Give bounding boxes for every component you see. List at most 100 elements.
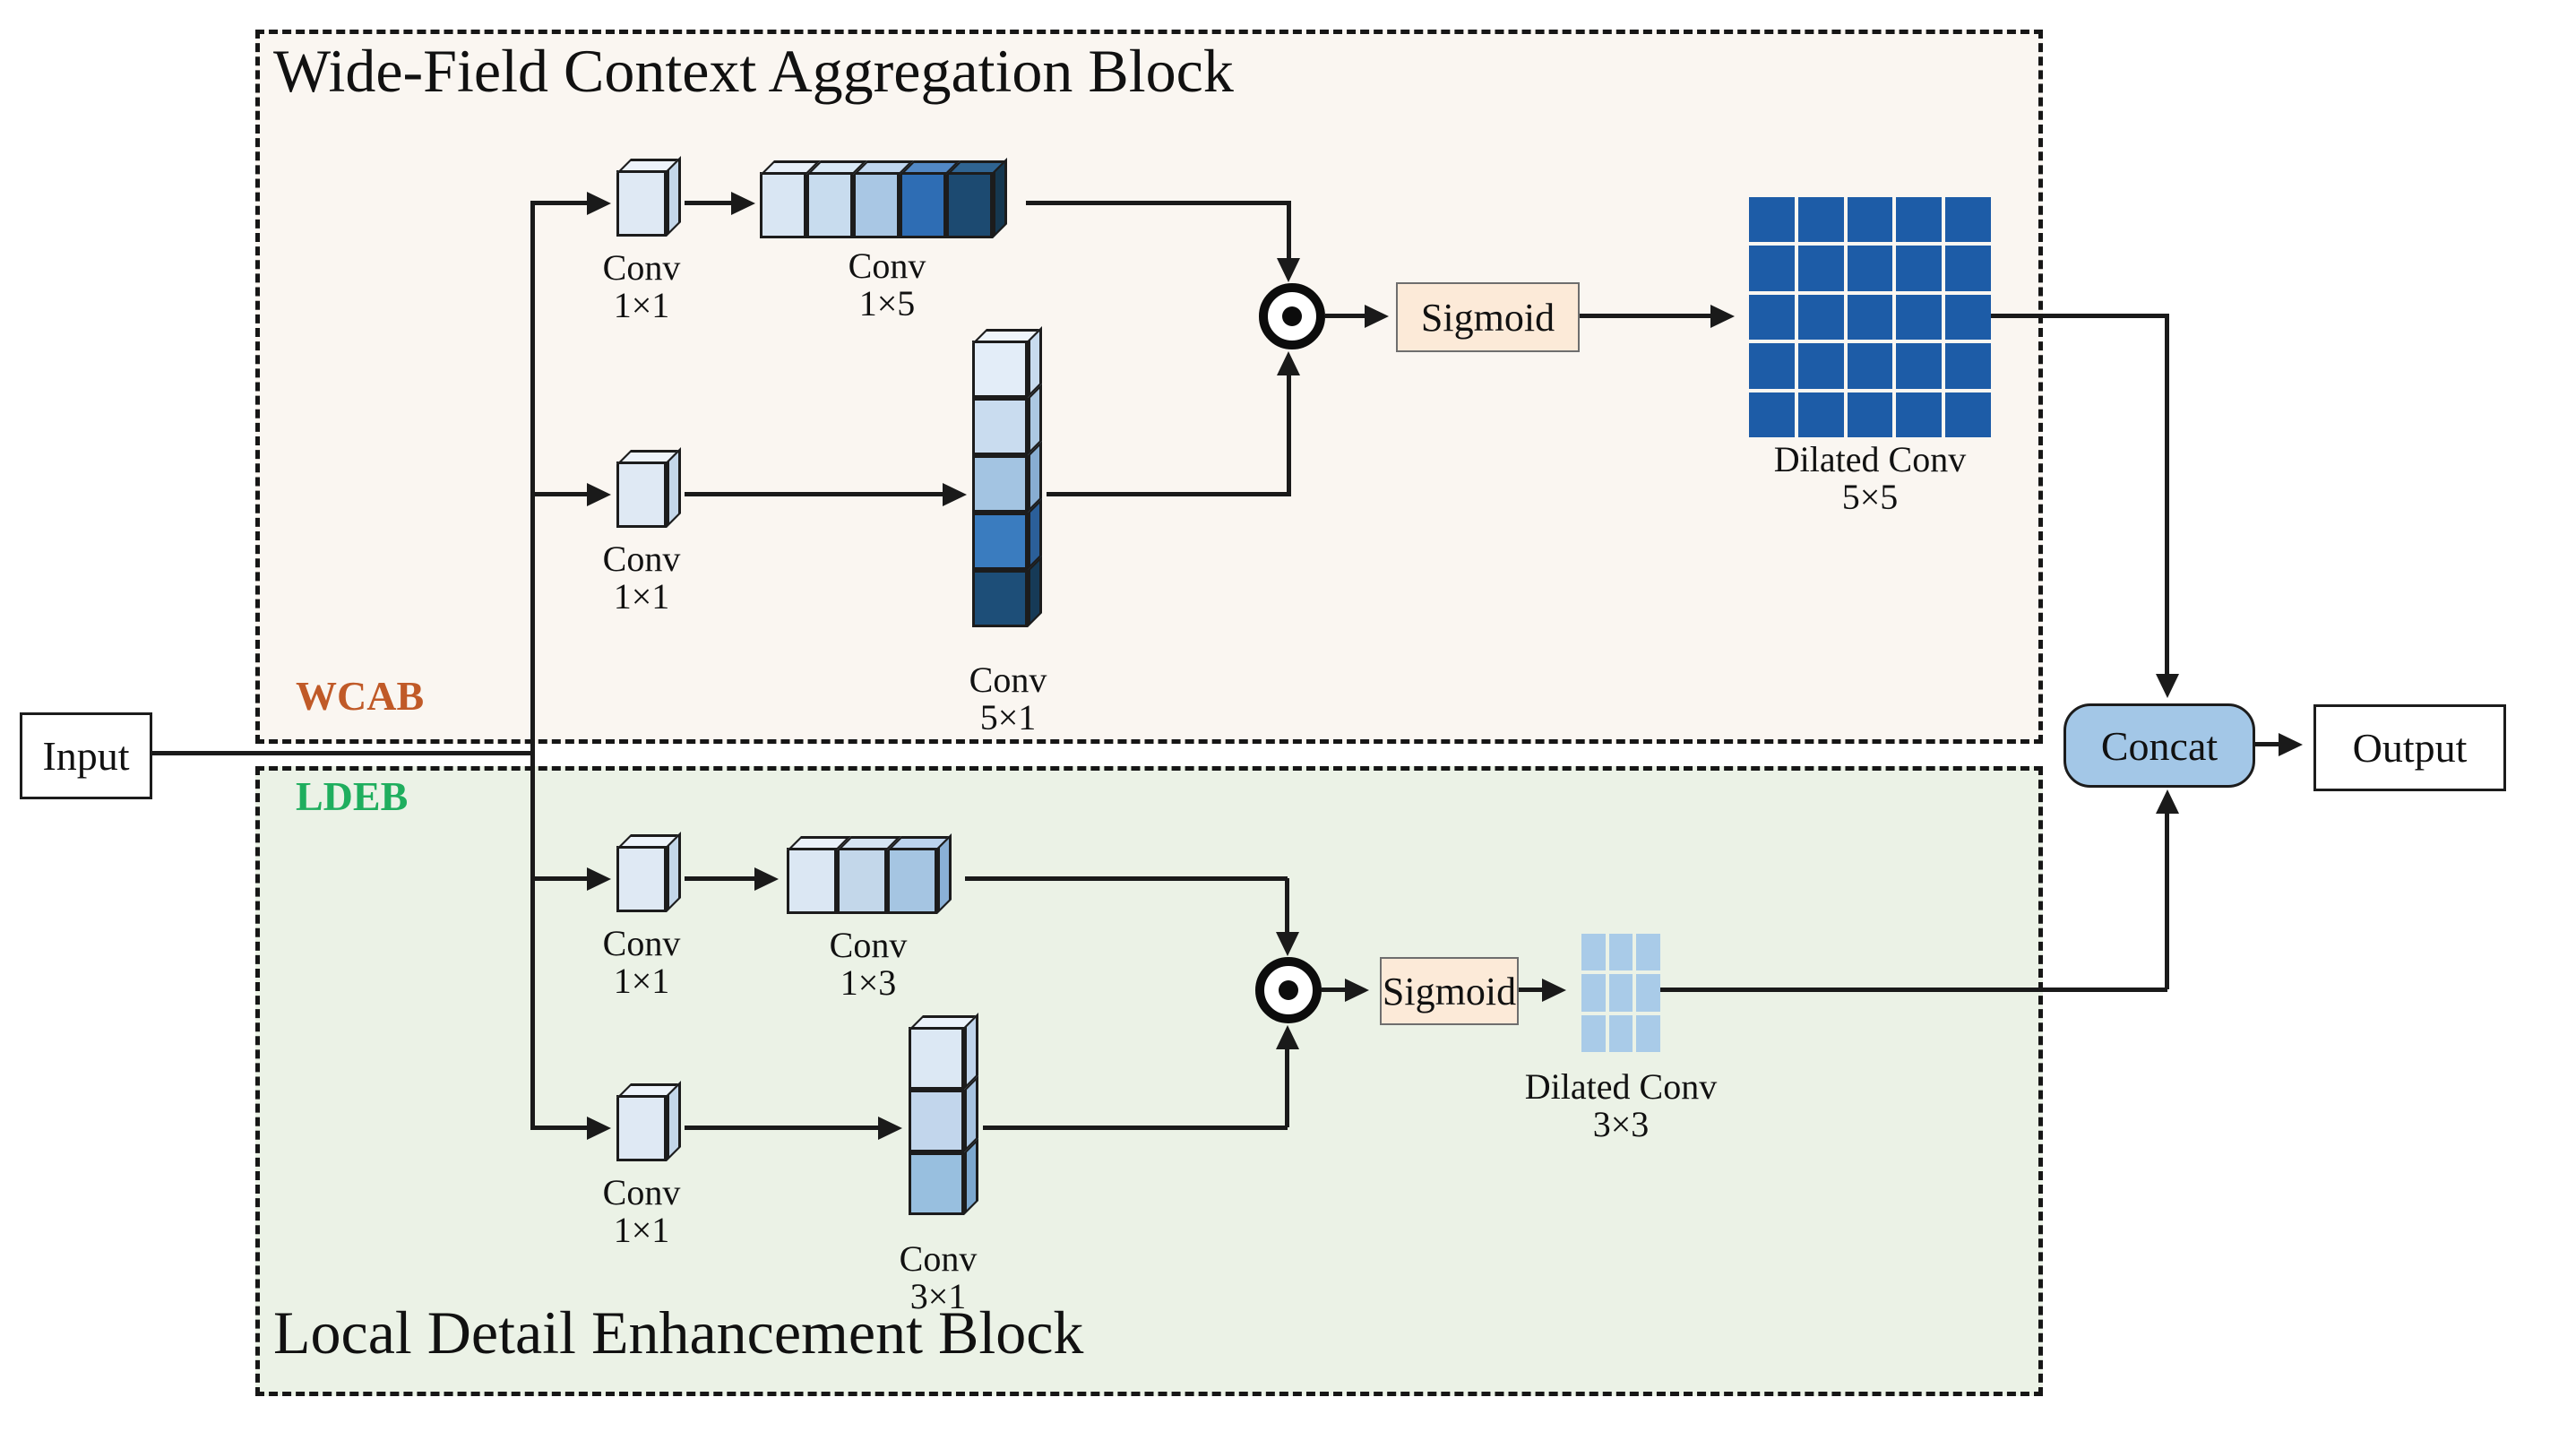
connector-line [685, 876, 756, 881]
ldeb-block-container [255, 766, 2043, 1396]
connector-line [1287, 375, 1291, 494]
connector-line [1660, 988, 2167, 992]
connector-line [535, 201, 589, 205]
cube-front-face [972, 498, 1042, 570]
cube-front-face [909, 1013, 978, 1090]
dilated-conv-cell [1847, 197, 1893, 243]
ldeb-sigmoid-box: Sigmoid [1380, 957, 1519, 1025]
ldeb-elementwise-multiply-icon [1255, 957, 1322, 1023]
concat-box: Concat [2063, 703, 2255, 788]
connector-line [1325, 314, 1366, 318]
cube-front-face [853, 160, 914, 238]
cube-front-face [972, 326, 1042, 398]
connector-line [1287, 203, 1291, 258]
dilated-conv-cell [1847, 343, 1893, 389]
connector-line [1026, 201, 1291, 205]
dilated-conv-cell [1896, 343, 1943, 389]
arrowhead-down-icon [1276, 932, 1299, 956]
arrowhead-right-icon [587, 483, 611, 506]
connector-line [1285, 1048, 1289, 1127]
dilated-conv-cell [1636, 974, 1660, 1012]
cube-front-face [616, 156, 681, 237]
arrowhead-right-icon [943, 483, 967, 506]
dilated-conv-cell [1749, 246, 1795, 291]
input-label: Input [42, 733, 130, 779]
connector-line [983, 1126, 1288, 1130]
dilated-conv-cell [1797, 246, 1844, 291]
connector-line [1580, 314, 1712, 318]
dilated-conv-cell [1945, 197, 1991, 243]
dilated-conv-cell [1945, 246, 1991, 291]
connector-line [1991, 314, 2169, 318]
cube-front-face [909, 1075, 978, 1152]
dilated-conv-cell [1945, 392, 1991, 437]
dilated-conv-cell [1797, 392, 1844, 437]
dilated-conv-cell [1896, 392, 1943, 437]
connector-line [535, 1126, 589, 1130]
connector-line [965, 876, 1288, 881]
concat-label: Concat [2100, 722, 2218, 769]
ldeb-dilated-conv-grid [1581, 934, 1660, 1052]
arrowhead-up-icon [1277, 351, 1300, 375]
ldeb-conv1x1-bottom-cube [616, 1081, 681, 1161]
connector-line [535, 876, 589, 881]
wcab-tag: WCAB [296, 673, 425, 719]
cube-front-face [909, 1138, 978, 1215]
arrowhead-right-icon [587, 1117, 611, 1140]
ldeb-title: Local Detail Enhancement Block [273, 1298, 1084, 1367]
arrowhead-right-icon [731, 192, 755, 215]
wcab-elementwise-multiply-icon [1259, 283, 1325, 349]
dilated-conv-cell [1749, 197, 1795, 243]
dilated-conv-cell [1797, 343, 1844, 389]
dilated-conv-cell [1608, 934, 1633, 971]
wcab-conv1x1-mid-cube [616, 447, 681, 528]
dilated-conv-cell [1749, 343, 1795, 389]
cube-front-face [616, 832, 681, 912]
arrowhead-up-icon [1276, 1025, 1299, 1049]
arrowhead-right-icon [587, 867, 611, 891]
cube-front-face [946, 158, 1007, 238]
wcab-sigmoid-box: Sigmoid [1396, 282, 1580, 352]
cube-front-face [900, 160, 961, 238]
arrowhead-right-icon [587, 192, 611, 215]
arrowhead-right-icon [754, 867, 779, 891]
cube-front-face [972, 384, 1042, 455]
cube-front-face [806, 160, 867, 238]
trunk-connector-line [530, 201, 535, 1130]
dilated-conv-cell [1847, 392, 1893, 437]
wcab-title: Wide-Field Context Aggregation Block [273, 37, 1234, 105]
connector-line [2255, 742, 2280, 746]
cube-front-face [787, 836, 851, 914]
output-box: Output [2313, 704, 2506, 791]
arrowhead-right-icon [1542, 979, 1566, 1002]
wcab-conv1x1-top-cube [616, 156, 681, 237]
connector-line [1322, 988, 1347, 992]
input-connector-line [151, 751, 532, 755]
dilated-conv-cell [1847, 294, 1893, 341]
cube-front-face [972, 556, 1042, 627]
wcab-block-container [255, 30, 2043, 744]
wcab-conv1x5-row [760, 158, 1007, 238]
dilated-conv-cell [1636, 1014, 1660, 1052]
dilated-conv-cell [1847, 246, 1893, 291]
ldeb-sigmoid-label: Sigmoid [1382, 969, 1517, 1013]
connector-line [2165, 813, 2169, 989]
connector-line [535, 492, 589, 496]
dilated-conv-cell [1797, 197, 1844, 243]
ldeb-conv3x1-column [909, 1013, 978, 1215]
cube-front-face [616, 447, 681, 528]
connector-line [1285, 878, 1289, 932]
ldeb-conv1x3-row [787, 833, 952, 914]
dilated-conv-cell [1896, 197, 1943, 243]
ldeb-conv1x1-top-cube [616, 832, 681, 912]
dilated-conv-cell [1581, 934, 1606, 971]
